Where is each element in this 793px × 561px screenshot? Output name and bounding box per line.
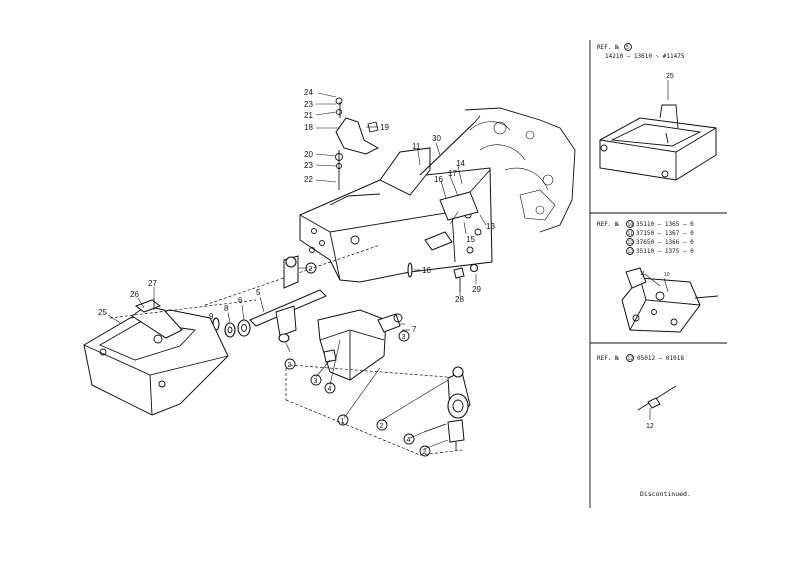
circled-callout-2: 2 bbox=[380, 423, 384, 430]
callout-10: 10 bbox=[422, 266, 431, 275]
panel2-row-num: 12 bbox=[628, 240, 634, 246]
circled-callouts: 2 3 3 4 2 1 2 4 2 bbox=[284, 262, 431, 457]
ball-joint-left-top bbox=[283, 255, 299, 289]
rod-30 bbox=[419, 115, 481, 176]
panel2-row: 12 37650 – 1366 – 0 bbox=[626, 238, 694, 246]
bolt-28 bbox=[407, 262, 479, 292]
front-axle-bracket bbox=[299, 147, 493, 283]
panel2-bracket-drawing: 11 10 bbox=[621, 267, 719, 333]
panel2-row: 13 35110 – 1375 – 0 bbox=[626, 247, 694, 255]
panel2-row-code: 37650 – 1366 – 0 bbox=[636, 239, 694, 246]
callout-11: 11 bbox=[412, 142, 421, 151]
bolt-pin-4 bbox=[423, 423, 447, 433]
circled-callout-3: 3 bbox=[314, 378, 318, 385]
callout-22: 22 bbox=[304, 175, 313, 184]
callout-28: 28 bbox=[455, 295, 464, 304]
panel3-part-label: 12 bbox=[646, 423, 654, 430]
circled-callout-3: 3 bbox=[402, 334, 406, 341]
circled-callout-2: 2 bbox=[288, 362, 292, 369]
circled-callout-2: 2 bbox=[423, 449, 427, 456]
callout-27: 27 bbox=[148, 279, 157, 288]
panel3-ref-code: 05012 – 01018 bbox=[637, 355, 684, 362]
callout-19: 19 bbox=[380, 123, 389, 132]
reference-panel-2: REF. № 10 35110 – 1365 – 0 11 37150 – 13… bbox=[597, 220, 719, 333]
callout-25: 25 bbox=[98, 308, 107, 317]
side-panel-frame bbox=[589, 40, 727, 508]
dashed-guide bbox=[285, 368, 463, 456]
callout-labels: 24 23 21 18 19 30 11 20 23 22 14 16 17 1… bbox=[98, 88, 495, 334]
callout-24: 24 bbox=[304, 88, 313, 97]
callout-26: 26 bbox=[130, 290, 139, 299]
leader-lines bbox=[107, 92, 487, 450]
circled-callout-2: 2 bbox=[309, 266, 313, 273]
callout-23: 23 bbox=[304, 100, 313, 109]
svg-text:11: 11 bbox=[640, 271, 645, 277]
weight-25 bbox=[83, 298, 257, 416]
callout-13: 13 bbox=[486, 222, 495, 231]
circled-callout-4: 4 bbox=[328, 386, 332, 393]
panel1-part-label: 25 bbox=[666, 73, 674, 80]
front-axle-center bbox=[289, 309, 461, 381]
svg-text:10: 10 bbox=[664, 272, 670, 278]
reference-panel-3: REF. № 12 05012 – 01018 12 Discontinued. bbox=[597, 354, 691, 498]
ball-joint-left-mid bbox=[275, 305, 297, 343]
callout-6: 6 bbox=[238, 296, 243, 305]
callout-8: 8 bbox=[224, 304, 229, 313]
panel2-row: 10 35110 – 1365 – 0 bbox=[626, 220, 694, 228]
callout-14: 14 bbox=[456, 159, 465, 168]
panel2-row-code: 35110 – 1375 – 0 bbox=[636, 248, 694, 255]
callout-17: 17 bbox=[448, 169, 457, 178]
reference-panel-1: REF. № 5 14210 – 13610 ~ #11475 25 bbox=[597, 43, 717, 181]
callout-9: 9 bbox=[209, 312, 214, 321]
callout-15: 15 bbox=[466, 235, 475, 244]
panel2-row-num: 11 bbox=[628, 231, 634, 237]
panel1-ref-label: REF. № bbox=[597, 44, 619, 51]
panel3-ref-circle: 12 bbox=[628, 356, 634, 362]
panel2-row: 11 37150 – 1367 – 0 bbox=[626, 229, 694, 237]
ball-joint-right bbox=[447, 366, 471, 450]
callout-21: 21 bbox=[304, 111, 313, 120]
panel3-pin-drawing bbox=[637, 385, 677, 420]
top-bracket bbox=[335, 97, 380, 190]
circled-callout-1: 1 bbox=[341, 418, 345, 425]
washer-stack bbox=[212, 317, 251, 338]
panel2-row-num: 10 bbox=[628, 222, 634, 228]
callout-29: 29 bbox=[472, 285, 481, 294]
callout-16: 16 bbox=[434, 175, 443, 184]
callout-7: 7 bbox=[412, 325, 417, 334]
circled-callout-4: 4 bbox=[407, 437, 411, 444]
panel3-note: Discontinued. bbox=[640, 490, 691, 498]
callout-5: 5 bbox=[256, 288, 261, 297]
engine-block-outline bbox=[464, 107, 576, 233]
panel2-row-num: 13 bbox=[628, 249, 634, 255]
panel1-ref-detail: 14210 – 13610 ~ #11475 bbox=[605, 53, 685, 60]
callout-20: 20 bbox=[304, 150, 313, 159]
panel3-ref-label: REF. № bbox=[597, 355, 619, 362]
callout-30: 30 bbox=[432, 134, 441, 143]
panel2-row-code: 35110 – 1365 – 0 bbox=[636, 221, 694, 228]
panel2-row-code: 37150 – 1367 – 0 bbox=[636, 230, 694, 237]
panel1-weight-drawing bbox=[599, 104, 717, 181]
callout-23: 23 bbox=[304, 161, 313, 170]
panel1-ref-circle: 5 bbox=[626, 45, 629, 51]
callout-18: 18 bbox=[304, 123, 313, 132]
panel2-ref-label: REF. № bbox=[597, 221, 619, 228]
